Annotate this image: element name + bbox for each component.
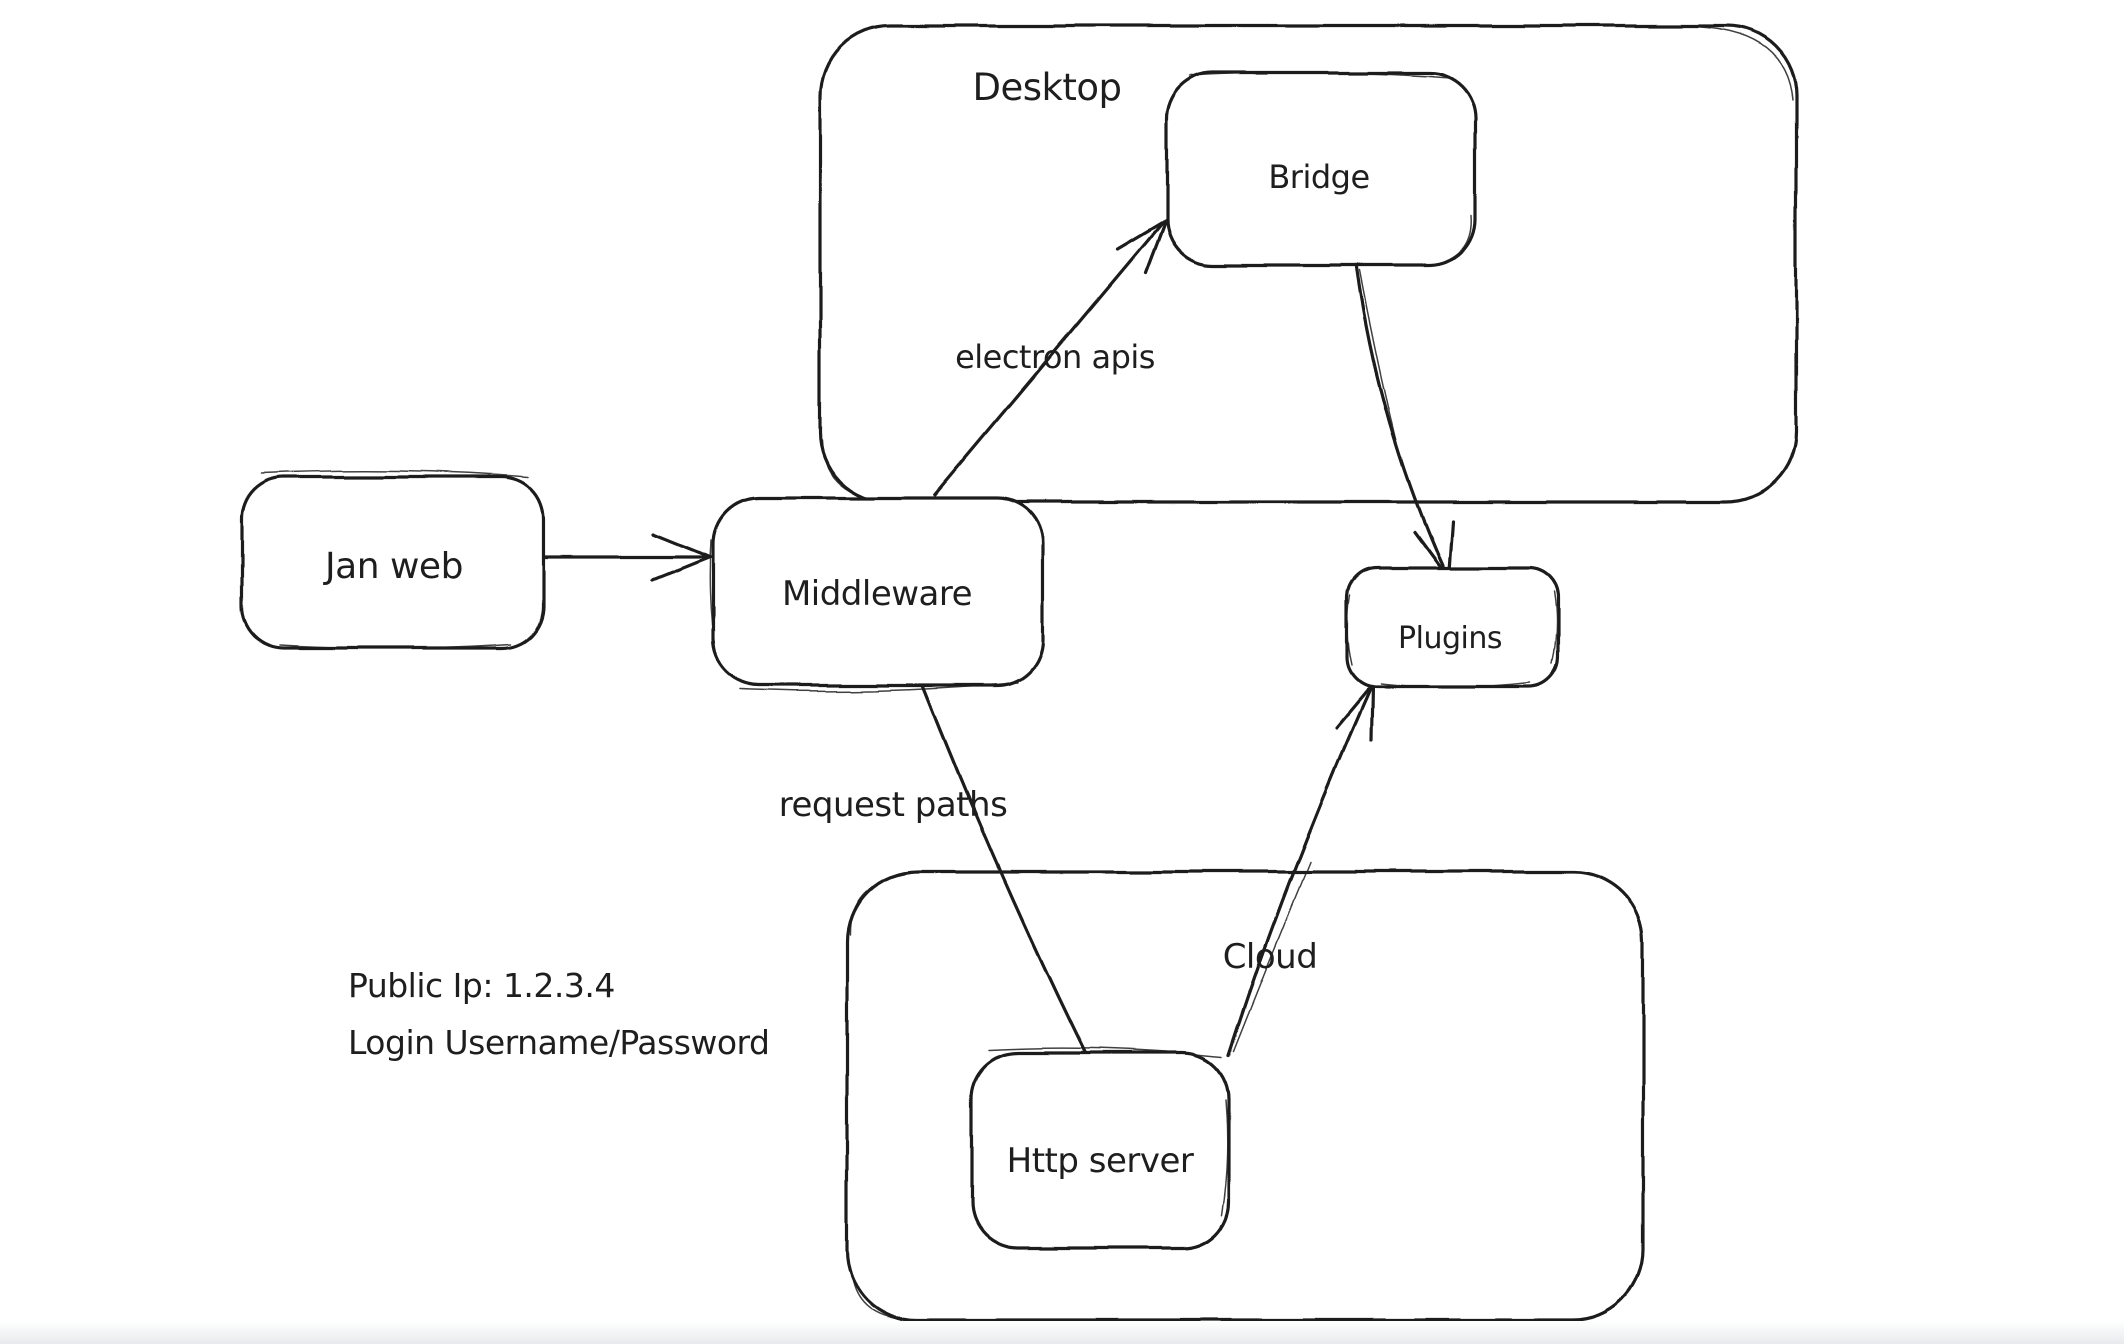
sketch-stroke bbox=[849, 872, 913, 936]
edge-label-request-paths[interactable]: request paths bbox=[779, 785, 1008, 825]
node-middleware-label[interactable]: Middleware bbox=[782, 574, 973, 614]
node-middleware-box[interactable] bbox=[711, 496, 1045, 687]
sketch-stroke bbox=[1435, 214, 1472, 265]
sketch-stroke bbox=[709, 539, 717, 656]
edge-janweb-middleware[interactable] bbox=[541, 532, 712, 582]
node-bridge[interactable] bbox=[1165, 71, 1477, 267]
node-plugins-label[interactable]: Plugins bbox=[1398, 621, 1502, 656]
node-http-server[interactable] bbox=[970, 1047, 1231, 1250]
node-bridge-label[interactable]: Bridge bbox=[1268, 158, 1370, 196]
edge-label-electron-apis[interactable]: electron apis bbox=[955, 338, 1155, 376]
node-plugins[interactable] bbox=[1345, 566, 1560, 689]
edge-middleware-httpserver-line[interactable] bbox=[921, 683, 1087, 1055]
sketch-stroke bbox=[261, 470, 529, 478]
edge-middleware-httpserver[interactable] bbox=[921, 683, 1087, 1055]
sketch-stroke bbox=[989, 1047, 1223, 1058]
sketch-stroke bbox=[739, 681, 1019, 692]
node-jan-web-label[interactable]: Jan web bbox=[323, 546, 463, 587]
edge-httpserver-plugins-line[interactable] bbox=[1227, 686, 1372, 1057]
sketch-stroke bbox=[1346, 594, 1353, 666]
sketch-stroke bbox=[1189, 71, 1451, 79]
sketch-stroke bbox=[1233, 861, 1311, 1052]
annotation-public-ip[interactable]: Public Ip: 1.2.3.4 bbox=[348, 966, 615, 1005]
edge-bridge-plugins-line[interactable] bbox=[1355, 265, 1448, 576]
sketch-stroke bbox=[1221, 1099, 1229, 1216]
sketch-stroke bbox=[1379, 682, 1531, 689]
container-cloud-label[interactable]: Cloud bbox=[1223, 937, 1318, 977]
node-middleware[interactable] bbox=[709, 496, 1045, 692]
node-jan-web[interactable] bbox=[240, 470, 545, 650]
bottom-edge-fade bbox=[0, 1321, 2124, 1344]
sketch-stroke bbox=[850, 1269, 901, 1319]
sketch-stroke bbox=[279, 643, 511, 650]
sketch-stroke bbox=[1551, 591, 1558, 665]
node-http-server-label[interactable]: Http server bbox=[1007, 1141, 1195, 1181]
sketch-stroke bbox=[1359, 269, 1399, 449]
arrowhead bbox=[1334, 682, 1374, 743]
sketch-stroke bbox=[1699, 26, 1793, 101]
edge-middleware-bridge-line[interactable] bbox=[932, 220, 1165, 497]
node-http-server-box[interactable] bbox=[970, 1051, 1231, 1250]
annotation-login[interactable]: Login Username/Password bbox=[348, 1023, 770, 1062]
container-desktop-label[interactable]: Desktop bbox=[972, 66, 1122, 109]
